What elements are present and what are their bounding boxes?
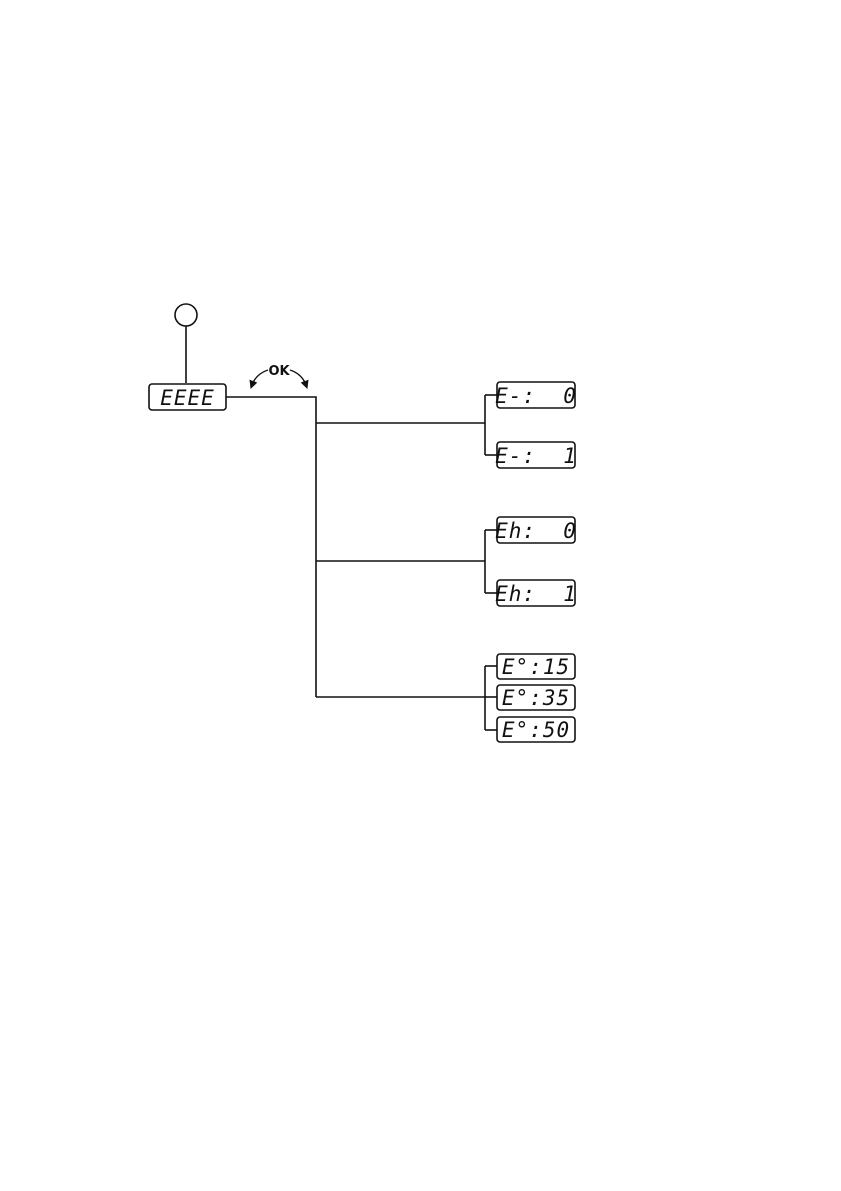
ok-label: OK — [268, 364, 290, 379]
group-3-branch — [316, 666, 497, 730]
option-display-text: Eh: 0 — [495, 519, 577, 543]
root-display-text: EEEE — [160, 386, 215, 410]
option-display-text: Eh: 1 — [495, 582, 577, 606]
option-display-text: E-: 0 — [495, 384, 577, 408]
option-display-e-dash-0[interactable]: E-: 0 — [495, 382, 577, 408]
option-display-eh-1[interactable]: Eh: 1 — [495, 580, 577, 606]
status-circle-icon — [175, 304, 197, 326]
option-display-text: E°:35 — [502, 686, 570, 710]
option-display-text: E°:50 — [502, 718, 570, 742]
group-2-branch — [316, 530, 497, 593]
group-1-branch — [316, 395, 497, 455]
ok-navigation-icon: OK — [252, 364, 306, 385]
option-display-text: E-: 1 — [495, 444, 577, 468]
root-display[interactable]: EEEE — [149, 384, 226, 410]
option-display-e-dash-1[interactable]: E-: 1 — [495, 442, 577, 468]
option-display-eh-0[interactable]: Eh: 0 — [495, 517, 577, 543]
option-display-e-degree-50[interactable]: E°:50 — [497, 717, 575, 742]
option-display-e-degree-35[interactable]: E°:35 — [497, 685, 575, 710]
option-display-text: E°:15 — [502, 655, 570, 679]
main-trunk-line — [226, 397, 316, 697]
option-display-e-degree-15[interactable]: E°:15 — [497, 654, 575, 679]
